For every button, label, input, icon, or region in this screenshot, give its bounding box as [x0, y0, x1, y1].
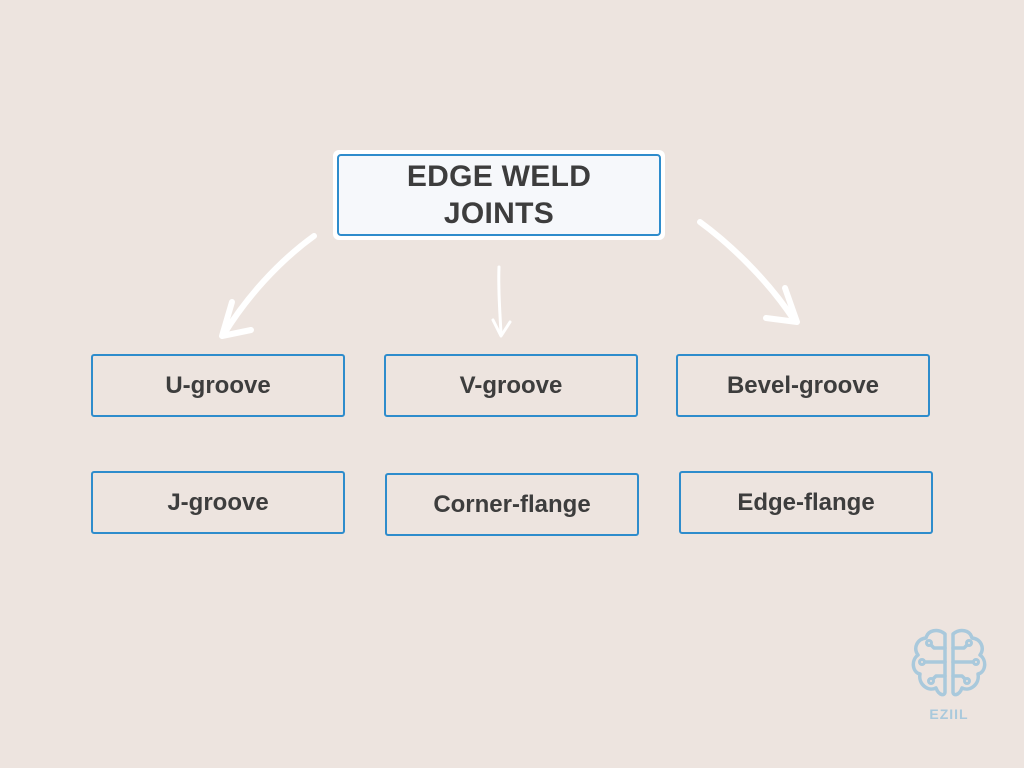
arrow-head-middle — [491, 318, 512, 338]
node-edge-flange: Edge-flange — [679, 471, 933, 534]
node-v-groove: V-groove — [384, 354, 638, 417]
arrow-head-right — [763, 285, 800, 325]
arrow-to-v-groove — [497, 265, 503, 336]
arrow-to-u-groove — [221, 233, 317, 337]
node-label: U-groove — [165, 371, 271, 399]
eziil-logo: EZIIL — [908, 624, 990, 728]
node-u-groove: U-groove — [91, 354, 345, 417]
node-label: Edge-flange — [737, 488, 875, 516]
node-label: V-groove — [459, 371, 563, 399]
title-box: EDGE WELD JOINTS — [333, 150, 665, 240]
title-box-inner: EDGE WELD JOINTS — [337, 154, 661, 236]
logo-label: EZIIL — [929, 706, 969, 722]
arrow-head-left — [219, 299, 254, 339]
brain-circuit-icon — [911, 628, 987, 697]
arrow-to-bevel-groove — [697, 219, 797, 323]
node-label: J-groove — [167, 488, 269, 516]
node-label: Bevel-groove — [726, 371, 880, 399]
node-j-groove: J-groove — [91, 471, 345, 534]
diagram-title: EDGE WELD JOINTS — [406, 160, 592, 230]
node-label: Corner-flange — [433, 490, 591, 518]
node-corner-flange: Corner-flange — [385, 473, 639, 536]
node-bevel-groove: Bevel-groove — [676, 354, 930, 417]
